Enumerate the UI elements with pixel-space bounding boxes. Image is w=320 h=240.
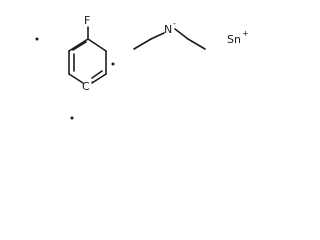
- carbanion-charge-label: -: [91, 77, 94, 86]
- nitrogen-charge-label: -: [173, 19, 176, 28]
- radical-dot-left: [35, 37, 39, 41]
- radical-dot-ring: [111, 62, 115, 66]
- ring-bond-top-right: [87, 38, 107, 52]
- ethyl-left-terminal-bond: [133, 38, 152, 50]
- ring-bond-top-left: [68, 38, 89, 52]
- ring-bond-bottom-right: [91, 73, 107, 84]
- ring-double-bottom: [91, 70, 103, 79]
- radical-dot-bottom: [70, 116, 74, 120]
- carbanion-atom-label: C: [82, 80, 90, 93]
- ethyl-left-n-bond: [150, 32, 165, 40]
- benzene-ring: [68, 26, 107, 84]
- structure-canvas: F N - C - Sn +: [0, 0, 272, 138]
- ring-double-top: [72, 41, 87, 51]
- ethyl-right-terminal-bond: [187, 38, 206, 50]
- tin-charge-label: +: [242, 29, 249, 38]
- ethyl-right-n-bond: [174, 28, 189, 40]
- fluorine-atom-label: F: [84, 14, 90, 27]
- diethylamide-chain: [133, 28, 206, 50]
- structure-drawing: F N - C - Sn +: [35, 14, 249, 120]
- tin-atom-label: Sn: [227, 33, 241, 46]
- nitrogen-atom-label: N: [164, 23, 172, 36]
- ring-bond-bottom-left: [68, 73, 84, 84]
